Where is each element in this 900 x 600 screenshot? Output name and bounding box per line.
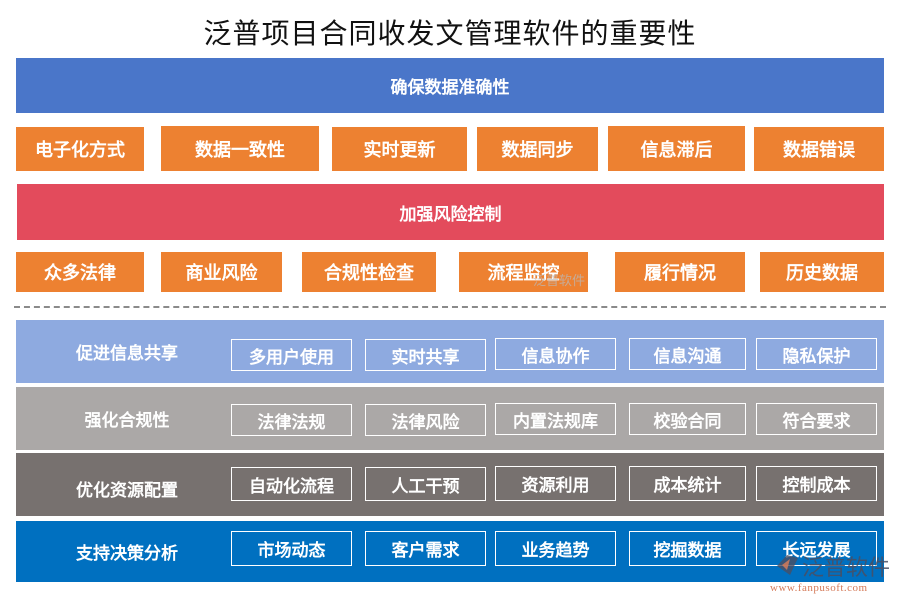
item-label: 履行情况	[644, 263, 716, 284]
band-resource-allocation: 优化资源配置 自动化流程 人工干预 资源利用 成本统计 控制成本	[16, 453, 884, 516]
band-info-sharing: 促进信息共享 多用户使用 实时共享 信息协作 信息沟通 隐私保护	[16, 320, 884, 383]
item-label: 数据同步	[501, 140, 574, 161]
band-item: 挖掘数据	[629, 531, 746, 566]
item-label: 众多法律	[44, 263, 116, 284]
item-box: 合规性检查	[302, 252, 436, 292]
band-label: 优化资源配置	[76, 481, 178, 501]
band-item: 实时共享	[365, 339, 486, 371]
item-box: 实时更新	[332, 127, 467, 171]
item-label: 数据一致性	[195, 139, 285, 161]
band-label: 强化合规性	[84, 411, 170, 431]
band-item: 隐私保护	[756, 338, 877, 370]
item-label: 商业风险	[185, 263, 258, 284]
watermark-brand: 泛普软件	[802, 556, 891, 581]
item-label: 电子化方式	[35, 140, 125, 161]
item-box: 商业风险	[161, 252, 282, 292]
band-item: 控制成本	[756, 466, 877, 501]
item-box: 履行情况	[615, 252, 745, 292]
band-item: 资源利用	[495, 466, 616, 501]
band-item: 法律风险	[365, 404, 486, 436]
band-item: 多用户使用	[231, 339, 352, 371]
band-item: 自动化流程	[231, 467, 352, 501]
item-label: 实时更新	[363, 140, 436, 161]
section-header-data-accuracy: 确保数据准确性	[16, 58, 884, 113]
item-box: 数据同步	[477, 127, 598, 171]
item-box: 数据一致性	[161, 126, 319, 171]
watermark-faint: 泛普软件	[533, 274, 586, 289]
band-decision-analysis: 支持决策分析 市场动态 客户需求 业务趋势 挖掘数据 长远发展	[16, 521, 884, 582]
item-box: 数据错误	[754, 127, 884, 171]
band-item: 市场动态	[231, 531, 352, 566]
band-label: 促进信息共享	[76, 344, 178, 364]
item-label: 合规性检查	[324, 263, 414, 284]
fanpu-logo-icon	[777, 555, 798, 575]
section-header-label: 确保数据准确性	[390, 78, 510, 98]
band-item: 校验合同	[629, 403, 746, 435]
band-compliance: 强化合规性 法律法规 法律风险 内置法规库 校验合同 符合要求	[16, 387, 884, 450]
band-item: 法律法规	[231, 404, 352, 436]
band-item: 成本统计	[629, 466, 746, 501]
item-box: 电子化方式	[16, 127, 144, 171]
item-box: 历史数据	[760, 252, 884, 292]
section-header-label: 加强风险控制	[399, 204, 502, 225]
divider-dashed	[14, 306, 886, 308]
band-item: 信息沟通	[629, 338, 746, 370]
item-label: 信息滞后	[640, 139, 713, 161]
item-label: 流程监控	[487, 263, 560, 284]
band-item: 信息协作	[495, 338, 616, 370]
band-label: 支持决策分析	[76, 544, 178, 564]
band-item: 业务趋势	[495, 531, 616, 566]
band-item: 长远发展	[756, 531, 877, 566]
item-box: 流程监控	[459, 252, 588, 292]
band-item: 内置法规库	[495, 403, 616, 435]
item-box: 信息滞后	[608, 126, 745, 171]
band-item: 客户需求	[365, 531, 486, 566]
item-label: 数据错误	[783, 140, 855, 161]
page-title: 泛普项目合同收发文管理软件的重要性	[203, 17, 697, 50]
item-box: 众多法律	[16, 252, 144, 292]
band-item: 符合要求	[756, 403, 877, 435]
band-item: 人工干预	[365, 467, 486, 501]
watermark: 泛普软件 www.fanpusoft.com	[770, 548, 900, 600]
section-header-risk-control: 加强风险控制	[17, 184, 884, 240]
watermark-url: www.fanpusoft.com	[770, 582, 868, 594]
item-label: 历史数据	[786, 263, 858, 284]
